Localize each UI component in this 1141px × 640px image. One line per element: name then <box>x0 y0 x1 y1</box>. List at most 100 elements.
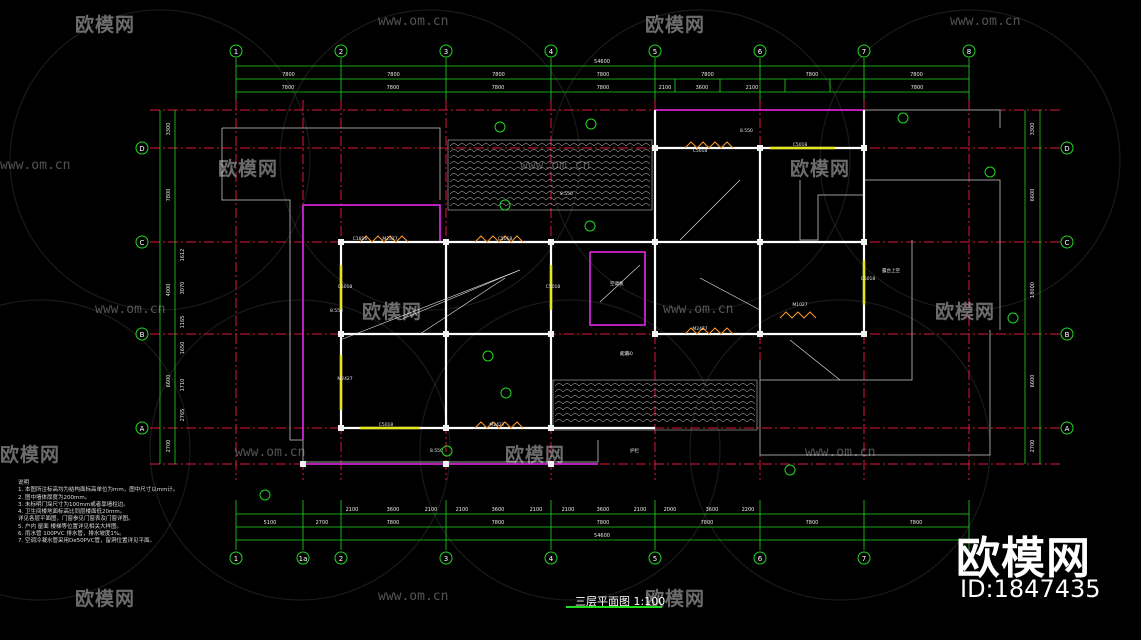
roof-tile <box>593 191 603 195</box>
roof-tile <box>641 203 651 207</box>
roof-tile <box>730 401 740 405</box>
structural-column <box>652 145 658 151</box>
roof-tile <box>593 143 603 147</box>
roof-tile <box>569 155 579 159</box>
roof-tile <box>625 161 635 165</box>
opening-label: C5018 <box>861 276 876 282</box>
roof-tile <box>465 143 475 147</box>
column-bubble-bottom <box>753 551 767 565</box>
roof-tile <box>730 383 740 387</box>
roof-tile <box>529 185 539 189</box>
row-label-right: A <box>1065 425 1070 433</box>
dimension-bottom-detail: 2200 <box>742 507 755 513</box>
roof-tile <box>722 401 732 405</box>
row-label-right: B <box>1065 331 1070 339</box>
roof-tile <box>674 419 684 423</box>
roof-tile <box>554 413 564 417</box>
roof-tile <box>650 383 660 387</box>
dimension-top: 7800 <box>387 72 400 78</box>
watermark-url: www.om.cn <box>378 14 449 29</box>
dimension-inner-left: 2765 <box>180 409 186 422</box>
roof-tile <box>617 185 627 189</box>
watermark-url: www.om.cn <box>235 445 306 460</box>
column-label-bottom: 4 <box>549 555 554 563</box>
roof-tile <box>457 149 467 153</box>
dimension-bottom: 5100 <box>264 520 277 526</box>
column-label-top: 3 <box>444 48 448 56</box>
structural-column <box>443 425 449 431</box>
roof-tile <box>633 149 643 153</box>
roof-tile <box>577 167 587 171</box>
roof-tile <box>594 383 604 387</box>
roof-tile <box>465 203 475 207</box>
roof-tile <box>553 149 563 153</box>
roof-tile <box>569 161 579 165</box>
roof-tile <box>537 185 547 189</box>
roof-tile <box>625 167 635 171</box>
roof-tile <box>642 389 652 393</box>
roof-tile <box>658 407 668 411</box>
watermark-url: www.om.cn <box>805 445 876 460</box>
roof-tile <box>553 143 563 147</box>
roof-tile <box>593 173 603 177</box>
roof-tile <box>513 179 523 183</box>
dimension-inner-left: 1650 <box>180 342 186 355</box>
room-label: 护栏 <box>630 447 639 454</box>
roof-tile <box>449 173 459 177</box>
dimension-bottom: 7800 <box>597 520 610 526</box>
roof-tile <box>529 167 539 171</box>
note-line: 详见各层平面图，门窗参见门窗表及门窗详图。 <box>18 516 134 523</box>
roof-tile <box>554 383 564 387</box>
roof-tile <box>585 143 595 147</box>
roof-tile <box>473 161 483 165</box>
column-label-bottom: 7 <box>862 555 866 563</box>
roof-tile <box>626 389 636 393</box>
roof-tile <box>465 173 475 177</box>
roof-tile <box>529 179 539 183</box>
column-label-top: 7 <box>862 48 866 56</box>
roof-tile <box>714 401 724 405</box>
column-label-top: 2 <box>339 48 343 56</box>
detail-callout-bubble <box>1007 312 1019 324</box>
opening-label: M2427 <box>692 326 707 332</box>
dimension-top-detail: 7800 <box>597 85 610 91</box>
roof-tile <box>674 389 684 393</box>
roof-tile <box>577 149 587 153</box>
roof-tile <box>489 149 499 153</box>
roof-tile <box>730 395 740 399</box>
roof-tile <box>602 383 612 387</box>
roof-tile <box>682 419 692 423</box>
roof-tile <box>738 407 748 411</box>
roof-tile <box>586 413 596 417</box>
watermark-text: 欧模网 <box>362 301 423 323</box>
roof-tile <box>545 161 555 165</box>
roof-tile <box>569 143 579 147</box>
roof-tile <box>617 161 627 165</box>
roof-tile <box>626 383 636 387</box>
detail-callout-bubble <box>585 118 597 130</box>
opening-label: C5018 <box>793 142 808 148</box>
structural-column <box>548 239 554 245</box>
dimension-top-detail: 7800 <box>911 85 924 91</box>
roof-tile <box>561 161 571 165</box>
roof-tile <box>553 185 563 189</box>
roof-tile <box>562 389 572 393</box>
note-line: 2. 图中墙体厚度为200mm。 <box>18 494 91 501</box>
roof-tile <box>578 383 588 387</box>
roof-tile <box>562 419 572 423</box>
roof-tile <box>634 389 644 393</box>
roof-tile <box>529 155 539 159</box>
windows <box>339 146 866 430</box>
roof-tile <box>570 413 580 417</box>
roof-tile <box>457 173 467 177</box>
roof-tile <box>505 161 515 165</box>
roof-tile <box>481 191 491 195</box>
roof-tile <box>586 383 596 387</box>
notes-heading: 说明 <box>18 480 30 486</box>
opening-label: M2427 <box>337 376 352 382</box>
roof-tile <box>553 173 563 177</box>
roof-tile <box>586 419 596 423</box>
roof-tile <box>449 203 459 207</box>
roof-tile <box>641 149 651 153</box>
detail-callout-bubble <box>984 166 996 178</box>
